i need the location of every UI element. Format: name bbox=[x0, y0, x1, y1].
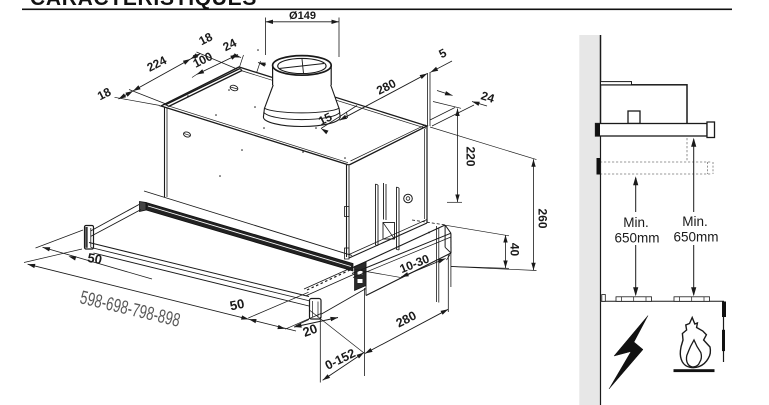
svg-text:650mm: 650mm bbox=[614, 231, 659, 246]
svg-text:18: 18 bbox=[197, 30, 216, 49]
svg-text:18: 18 bbox=[95, 85, 114, 104]
svg-text:50: 50 bbox=[228, 296, 245, 314]
svg-text:24: 24 bbox=[479, 89, 496, 106]
svg-text:Min.: Min. bbox=[623, 215, 649, 230]
svg-text:260: 260 bbox=[536, 208, 550, 228]
svg-text:220: 220 bbox=[464, 146, 478, 166]
svg-text:40: 40 bbox=[508, 243, 522, 257]
svg-text:650mm: 650mm bbox=[673, 230, 718, 245]
svg-text:50: 50 bbox=[86, 250, 103, 267]
svg-text:Ø149: Ø149 bbox=[289, 10, 316, 22]
svg-text:CARACTÉRISTIQUES: CARACTÉRISTIQUES bbox=[30, 0, 257, 10]
svg-text:24: 24 bbox=[221, 36, 240, 55]
svg-text:Min.: Min. bbox=[682, 214, 708, 229]
svg-text:20: 20 bbox=[301, 321, 320, 340]
svg-text:15: 15 bbox=[316, 110, 335, 129]
